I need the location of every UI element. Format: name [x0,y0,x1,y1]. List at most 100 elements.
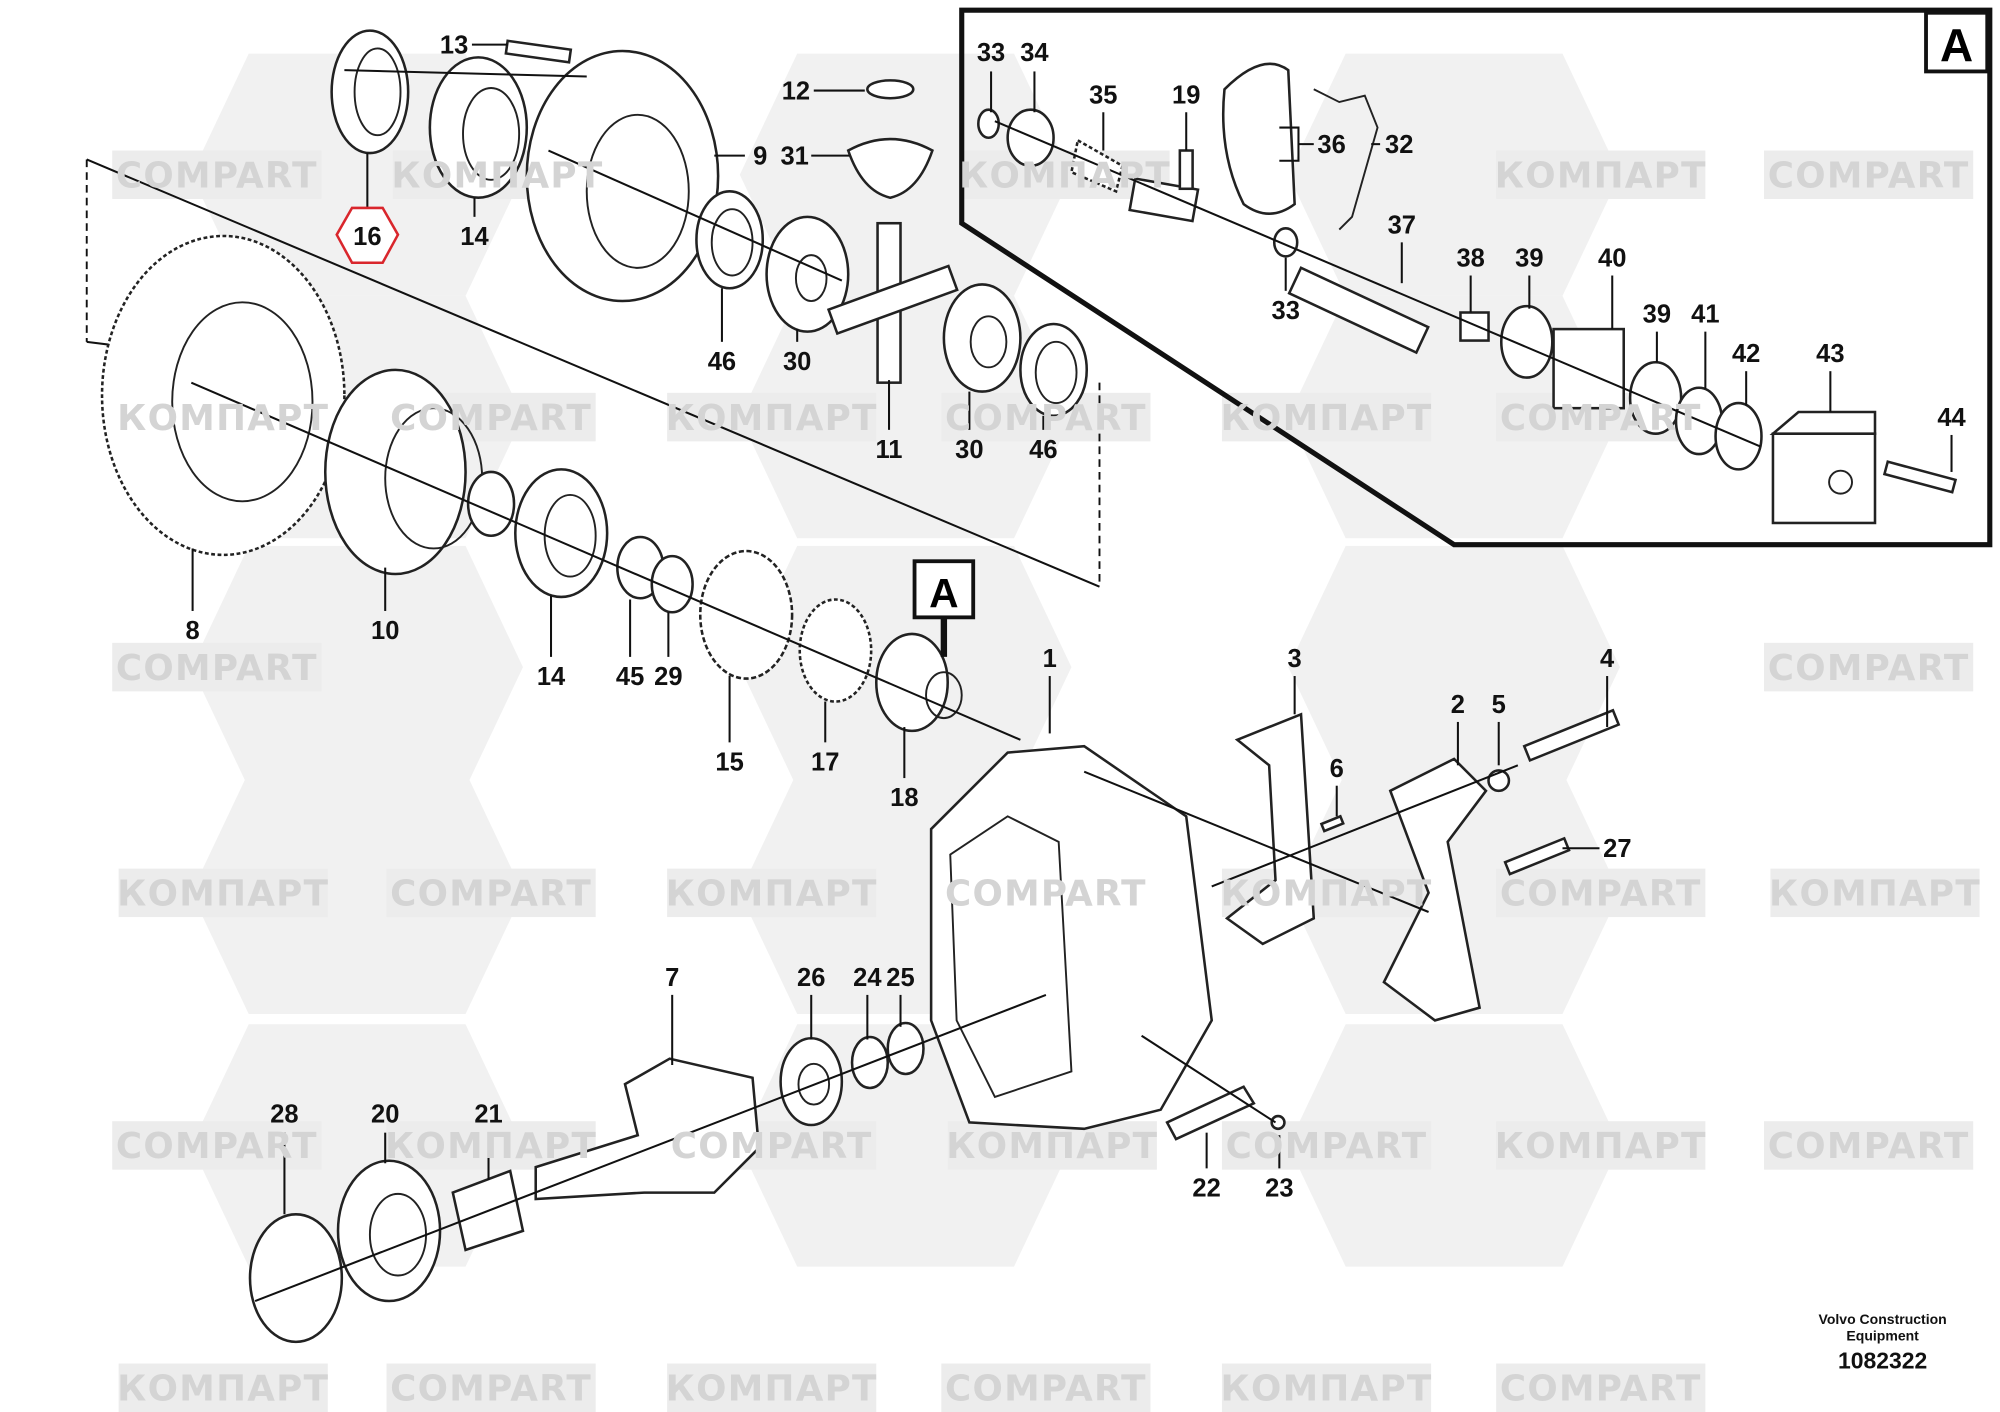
callout-3[interactable]: 3 [1288,645,1302,673]
callout-9[interactable]: 9 [753,143,767,171]
watermark-text: COMPART [1768,156,1970,197]
watermark-box [1496,868,1706,918]
watermark-box [1496,1363,1706,1412]
watermark-text: COMPART [116,648,318,689]
inset-callout-43[interactable]: 43 [1816,340,1844,368]
watermark-box [118,1363,328,1412]
leader-lines [191,43,1953,1215]
inset-callout-38[interactable]: 38 [1456,245,1484,273]
callout-46[interactable]: 46 [708,348,736,376]
callout-46[interactable]: 46 [1029,436,1057,464]
assembly-axes [190,69,1761,1302]
inset-callout-36[interactable]: 36 [1317,131,1345,159]
watermark-box [1221,1121,1432,1170]
callout-1[interactable]: 1 [1043,645,1057,673]
callout-11[interactable]: 11 [876,436,903,464]
detail-inset-a: A [959,7,1993,548]
watermark-box [386,1363,596,1412]
watermark-logo [191,1024,523,1267]
inset-callout-44[interactable]: 44 [1937,404,1966,432]
inset-callout-35[interactable]: 35 [1089,81,1117,109]
callout-22[interactable]: 22 [1192,1174,1220,1202]
inset-callout-41[interactable]: 41 [1691,301,1719,329]
callout-28[interactable]: 28 [270,1100,298,1128]
watermark-text: COMPART [390,874,592,915]
watermark-box [112,1121,322,1170]
watermark-text: КОМПАРТ [1495,1126,1707,1167]
inset-callout-42[interactable]: 42 [1732,340,1760,368]
watermark-text: COMPART [1226,1126,1428,1167]
callout-31[interactable]: 31 [780,143,808,171]
callout-15[interactable]: 15 [715,748,743,776]
callout-labels: 13 16 14 12 31 9 46 30 11 30 46 8 10 14 … [186,32,1967,1203]
callout-17[interactable]: 17 [811,748,839,776]
watermark-box [667,392,877,442]
callout-4[interactable]: 4 [1600,645,1615,673]
watermark-text: КОМПАРТ [117,398,329,439]
callout-8[interactable]: 8 [186,617,200,645]
inset-callout-32[interactable]: 32 [1385,131,1413,159]
watermark-box [947,1121,1157,1170]
drawing-footer: Volvo Construction Equipment 1082322 [1819,1311,1947,1374]
inset-label: A [1940,19,1973,71]
parts [100,29,1958,1344]
watermark-text: КОМПАРТ [1495,156,1707,197]
watermark-box [112,642,322,692]
callout-13[interactable]: 13 [440,32,468,60]
callout-12[interactable]: 12 [782,77,810,105]
callout-10[interactable]: 10 [371,617,399,645]
callout-30[interactable]: 30 [955,436,983,464]
watermark-text: КОМПАРТ [1769,874,1981,915]
callout-7[interactable]: 7 [665,964,679,992]
inset-callout-33[interactable]: 33 [977,39,1005,67]
highlight-hexagon [335,206,400,265]
callout-23[interactable]: 23 [1265,1174,1293,1202]
watermark-text: КОМПАРТ [117,874,329,915]
inset-callout-40[interactable]: 40 [1598,245,1626,273]
detail-marker-a[interactable]: A [912,559,976,620]
watermark-text: COMPART [671,1126,873,1167]
inset-callout-37[interactable]: 37 [1388,211,1416,239]
watermark-text: COMPART [116,1126,318,1167]
callout-45[interactable]: 45 [616,663,644,691]
callout-6[interactable]: 6 [1330,755,1344,783]
callout-25[interactable]: 25 [886,964,914,992]
watermark-box [1764,642,1974,692]
inset-callout-33[interactable]: 33 [1272,297,1300,325]
watermark-logo [1288,545,1620,789]
callout-18[interactable]: 18 [890,784,918,812]
watermark-text-layer: COMPART КОМПАРТ КОМПАРТ КОМПАРТ COMPART КОМПА… [116,156,1981,1410]
watermark-box [1764,150,1974,199]
watermark-box [118,868,328,918]
callout-27[interactable]: 27 [1603,835,1631,863]
callout-30[interactable]: 30 [783,348,811,376]
watermark-box [386,868,596,918]
callout-2[interactable]: 2 [1451,691,1465,719]
inset-callout-39[interactable]: 39 [1643,301,1671,329]
callout-24[interactable]: 24 [853,964,882,992]
watermark-box [112,150,322,199]
callout-16[interactable]: 16 [353,223,381,251]
inset-callout-39[interactable]: 39 [1515,245,1543,273]
watermark-text: COMPART [945,1369,1147,1410]
watermark-text: COMPART [1500,1369,1702,1410]
callout-29[interactable]: 29 [654,663,682,691]
watermark-logo [191,771,523,1015]
detail-marker-label: A [929,570,958,616]
inset-callout-19[interactable]: 19 [1172,81,1200,109]
callout-20[interactable]: 20 [371,1100,399,1128]
watermark-text: COMPART [945,398,1147,439]
callout-5[interactable]: 5 [1492,691,1506,719]
watermark-box [1221,1363,1432,1412]
callout-26[interactable]: 26 [797,964,825,992]
inset-callout-34[interactable]: 34 [1020,39,1049,67]
callout-14[interactable]: 14 [537,663,566,691]
watermark-text: КОМПАРТ [391,156,603,197]
callout-14[interactable]: 14 [460,223,489,251]
callout-21[interactable]: 21 [474,1100,502,1128]
watermark-text: КОМПАРТ [385,1126,597,1167]
watermark-box [1496,1121,1706,1170]
watermark-text: КОМПАРТ [666,398,878,439]
watermark-box [667,868,877,918]
